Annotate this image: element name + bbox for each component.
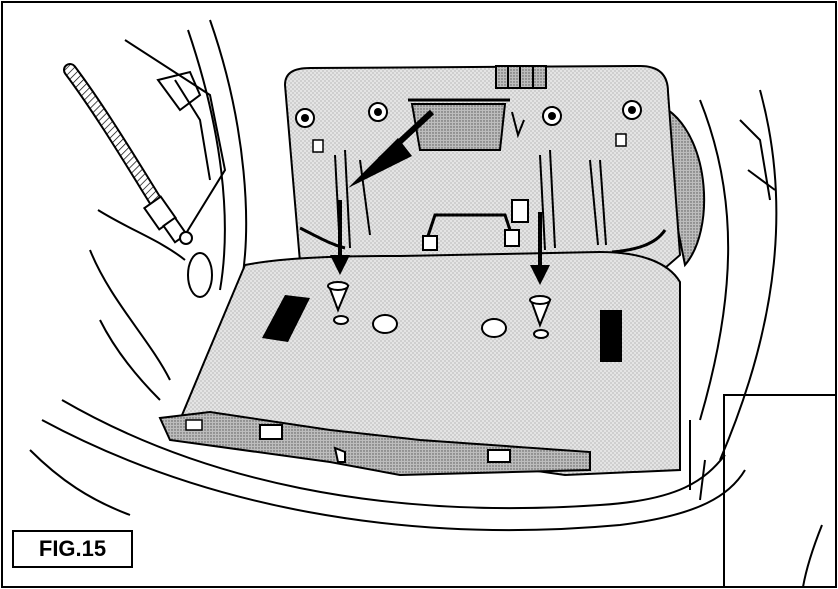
push-pin-left	[327, 281, 350, 313]
arrow-icon	[348, 109, 435, 188]
arrow-icon	[330, 200, 350, 275]
fuel-cable	[63, 63, 193, 245]
arrow-icon	[530, 212, 550, 285]
front-bracket	[158, 410, 591, 477]
inset-panel	[723, 394, 836, 588]
push-pin-right	[529, 295, 552, 328]
car-body-right	[689, 89, 778, 501]
wheel-arch	[666, 107, 706, 268]
seat-cushion	[178, 250, 681, 477]
figure-label: FIG.15	[12, 530, 133, 568]
seat-back	[283, 64, 682, 270]
